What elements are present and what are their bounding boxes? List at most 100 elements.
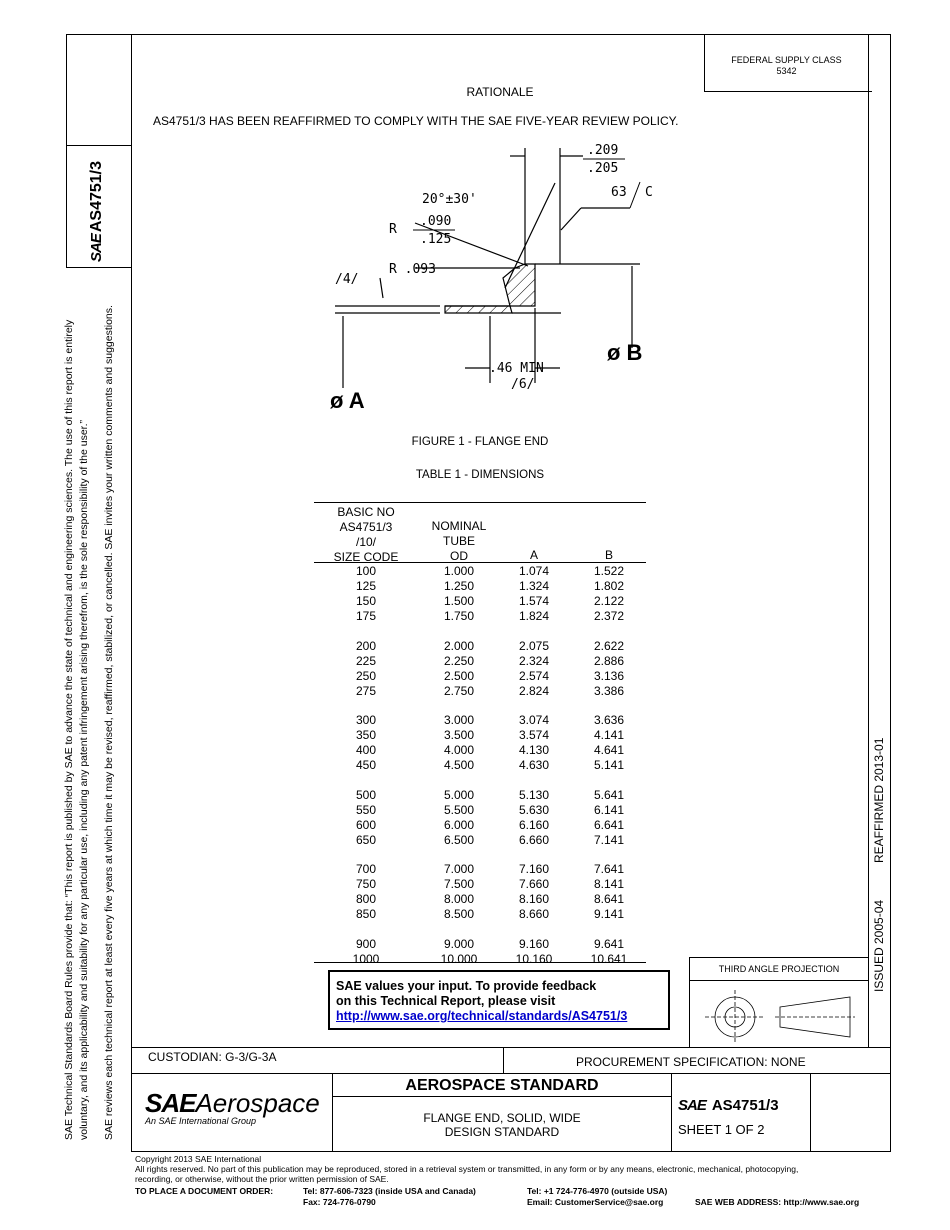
frame-left-outer: [66, 34, 67, 267]
table-cell: 2.500: [443, 668, 475, 683]
rationale-title: RATIONALE: [466, 85, 534, 99]
procurement-spec: PROCUREMENT SPECIFICATION: NONE: [576, 1055, 806, 1069]
feedback-box: SAE values your input. To provide feedba…: [328, 970, 670, 1030]
table-cell: 8.500: [443, 907, 475, 921]
rights-line1: All rights reserved. No part of this pub…: [135, 1164, 799, 1174]
table-cell: 4.000: [443, 743, 475, 757]
federal-supply-class: FEDERAL SUPPLY CLASS 5342: [731, 55, 842, 76]
table-cell: 7.000: [443, 862, 475, 876]
table-cell: 250: [355, 668, 377, 683]
custodian-bottom: [131, 1073, 891, 1074]
table-cell: 175: [355, 609, 377, 623]
note-6: /6/: [511, 377, 534, 392]
table-cell: 7.641: [593, 862, 625, 876]
table-cell: 275: [355, 683, 377, 698]
tube-wall-section: [444, 305, 513, 314]
table-cell: 7.660: [518, 877, 550, 891]
min-length: .46 MIN: [489, 361, 544, 376]
table-cell: 750: [355, 877, 377, 891]
dim-209: .209: [587, 143, 618, 158]
fsc-box-bottom: [704, 91, 872, 92]
feedback-link[interactable]: http://www.sae.org/technical/standards/A…: [336, 1009, 628, 1023]
table-cell: 4.641: [593, 743, 625, 757]
table-cell: 7.160: [518, 862, 550, 876]
fsc-box-left: [704, 34, 705, 91]
frame-bottom: [131, 1151, 891, 1152]
table-cell: 4.630: [518, 758, 550, 772]
sae-aerospace-logo: SAEAerospace An SAE International Group: [145, 1088, 325, 1126]
projection-label: THIRD ANGLE PROJECTION: [718, 964, 840, 974]
dia-a-label: ø A: [330, 388, 365, 413]
table-cell: 10.160: [515, 951, 553, 966]
table-cell: 800: [355, 892, 377, 906]
table-cell: 1.522: [593, 564, 625, 578]
fax: Fax: 724-776-0790: [303, 1197, 376, 1207]
note-4: /4/: [335, 272, 358, 287]
table-cell: 10.000: [440, 951, 478, 966]
table-cell: 2.574: [518, 668, 550, 683]
table-cell: 2.750: [443, 683, 475, 698]
table-cell: 200: [355, 638, 377, 653]
dia-b-label: ø B: [607, 340, 642, 365]
radius2: R .093: [389, 262, 436, 277]
sheet-number: SHEET 1 OF 2: [678, 1122, 765, 1137]
frame-right-inner: [868, 34, 869, 1047]
custodian-divider: [503, 1047, 504, 1073]
table-cell: 2.250: [443, 653, 475, 668]
table-cell: 6.500: [443, 832, 475, 847]
table-cell: 5.141: [593, 758, 625, 772]
header-b: B: [604, 548, 613, 562]
dim-angle: 20°±30': [422, 192, 477, 207]
table-cell: 350: [355, 728, 377, 742]
finish-63: 63: [611, 185, 627, 200]
frame-right-outer: [890, 34, 891, 1152]
table-cell: 7.141: [593, 832, 625, 847]
projection-symbol: [705, 990, 855, 1043]
table-cell: 1.074: [518, 564, 550, 578]
table-cell: 1.324: [518, 579, 550, 593]
table-cell: 8.141: [593, 877, 625, 891]
table-cell: 1.802: [593, 579, 625, 593]
table-cell: 900: [355, 936, 377, 951]
table-cell: 550: [355, 802, 377, 817]
table-cell: 9.000: [443, 936, 475, 951]
proj-box-mid: [689, 980, 869, 981]
dim-205: .205: [587, 161, 618, 176]
figure-caption: FIGURE 1 - FLANGE END: [411, 436, 549, 448]
table-cell: 1.750: [443, 609, 475, 623]
desc-line1: FLANGE END, SOLID, WIDE: [423, 1111, 581, 1125]
frame-left-inner: [131, 34, 132, 1152]
reaffirmed-date: REAFFIRMED 2013-01: [872, 737, 886, 863]
side-doc-number: SAEAS4751/3: [88, 160, 105, 262]
table-cell: 700: [355, 862, 377, 876]
table-cell: 1.250: [443, 579, 475, 593]
order-label: TO PLACE A DOCUMENT ORDER:: [135, 1186, 274, 1196]
table-cell: 150: [355, 594, 377, 608]
table-cell: 450: [355, 758, 377, 772]
document-description: FLANGE END, SOLID, WIDE DESIGN STANDARD: [333, 1111, 671, 1139]
table-cell: 9.641: [593, 936, 625, 951]
table-cell: 2.824: [518, 683, 550, 698]
title-divider-1: [332, 1073, 333, 1151]
flange-section: [445, 263, 536, 307]
table-cell: 6.160: [518, 817, 550, 832]
standard-underline: [332, 1096, 671, 1097]
table-cell: 2.622: [593, 638, 625, 653]
table-cell: 6.141: [593, 802, 625, 817]
table-cell: 1000: [352, 951, 380, 966]
rationale-text: AS4751/3 HAS BEEN REAFFIRMED TO COMPLY W…: [153, 114, 679, 128]
copyright: Copyright 2013 SAE International: [135, 1154, 262, 1164]
title-divider-3: [810, 1073, 811, 1151]
web-address: SAE WEB ADDRESS: http://www.sae.org: [695, 1197, 860, 1207]
table-cell: 7.500: [443, 877, 475, 891]
table-cell: 3.574: [518, 728, 550, 742]
table-cell: 2.886: [593, 653, 625, 668]
table-cell: 9.160: [518, 936, 550, 951]
docbox-top: [66, 145, 132, 146]
table-cell: 400: [355, 743, 377, 757]
desc-line2: DESIGN STANDARD: [444, 1125, 560, 1139]
